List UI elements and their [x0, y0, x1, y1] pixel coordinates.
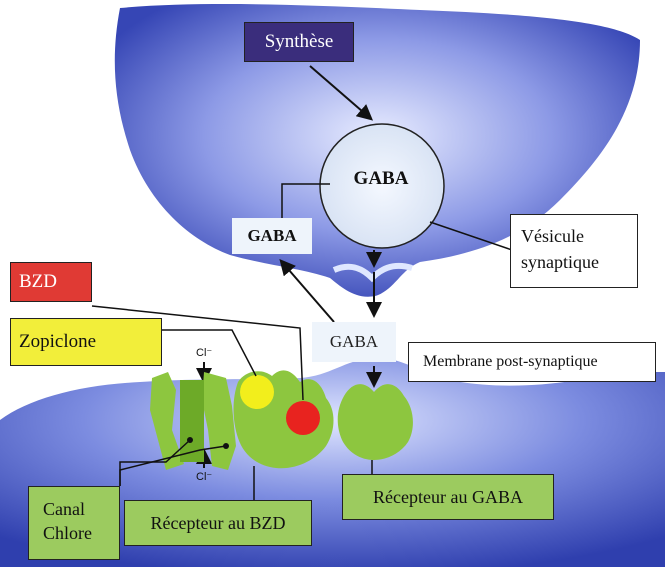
recepteur-gaba-label: Récepteur au GABA: [342, 474, 554, 520]
chloride-ion-bottom: Cl⁻: [196, 470, 212, 483]
vesicule-line-1: Vésicule: [521, 223, 627, 249]
canal-line-1: Canal: [43, 497, 105, 521]
reuptake-gaba-label: GABA: [232, 218, 312, 254]
synthese-label: Synthèse: [244, 22, 354, 62]
vesicle-gaba-label: GABA: [326, 168, 436, 190]
vesicule-line-2: synaptique: [521, 249, 627, 275]
bzd-binding-site: [286, 401, 320, 435]
canal-chlore-label: Canal Chlore: [28, 486, 120, 560]
canal-line-2: Chlore: [43, 521, 105, 545]
cleft-gaba-label: GABA: [312, 322, 396, 362]
bzd-label: BZD: [10, 262, 92, 302]
zopiclone-binding-site: [240, 375, 274, 409]
recepteur-bzd-label: Récepteur au BZD: [124, 500, 312, 546]
canal-dot-2: [223, 443, 229, 449]
canal-dot-1: [187, 437, 193, 443]
zopiclone-label: Zopiclone: [10, 318, 162, 366]
gaba-receptor: [338, 384, 413, 460]
chloride-ion-top: Cl⁻: [196, 346, 212, 359]
vesicule-synaptique-label: Vésicule synaptique: [510, 214, 638, 288]
membrane-label: Membrane post-synaptique: [408, 342, 656, 382]
